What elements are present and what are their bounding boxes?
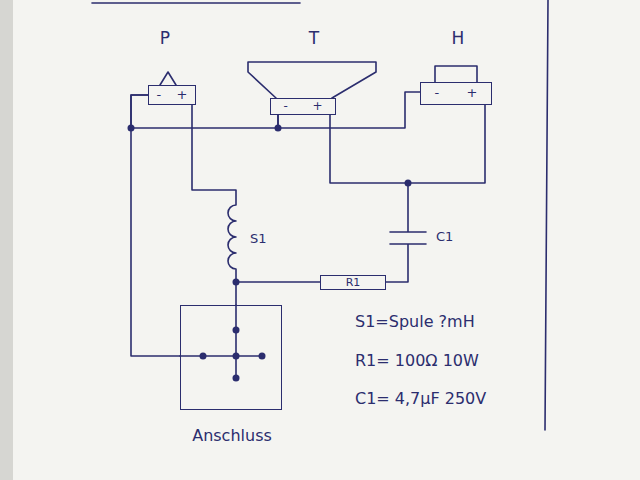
part-note: R1= 100Ω 10W: [355, 352, 479, 370]
terminal-dot: [233, 327, 240, 334]
terminal-sign: -: [157, 88, 162, 102]
resistor-box: R1: [320, 275, 386, 290]
component-name: T: [309, 29, 319, 48]
component-name: P: [160, 29, 170, 48]
terminal-sign: +: [466, 86, 477, 100]
terminal-sign: R1: [346, 277, 361, 289]
terminal-dot: [200, 353, 207, 360]
part-note: C1= 4,7µF 250V: [355, 390, 486, 408]
coil-symbol: [192, 105, 236, 282]
component-name: Anschluss: [192, 427, 272, 445]
wire: [131, 95, 278, 128]
frame-line: [545, 0, 548, 430]
terminal-sign: +: [313, 100, 323, 113]
wire: [131, 95, 180, 356]
capacitor-label: C1: [436, 230, 453, 244]
wire: [330, 105, 485, 183]
capacitor-symbol: [386, 183, 426, 282]
terminal-dot: [259, 353, 266, 360]
component-top: [435, 66, 477, 82]
terminal-block: [180, 305, 262, 378]
piezo-mark: [160, 72, 176, 85]
terminal-dot: [233, 353, 240, 360]
coil-label: S1: [250, 232, 267, 246]
component-name: H: [452, 29, 465, 48]
speaker-cone: [248, 62, 376, 98]
part-note: S1=Spule ?mH: [355, 313, 475, 331]
piezo-box: P-+: [148, 85, 196, 105]
wire: [236, 282, 320, 305]
terminal-sign: -: [283, 100, 287, 113]
speaker-magnet-box: T-+: [270, 98, 336, 115]
terminal-sign: -: [435, 86, 440, 100]
frame-line: [92, 2, 300, 4]
paper-edge: [0, 0, 13, 480]
terminal-dot: [233, 375, 240, 382]
terminal-sign: +: [176, 88, 187, 102]
component-box: H-+: [420, 82, 492, 105]
terminal-box: Anschluss: [180, 305, 282, 410]
